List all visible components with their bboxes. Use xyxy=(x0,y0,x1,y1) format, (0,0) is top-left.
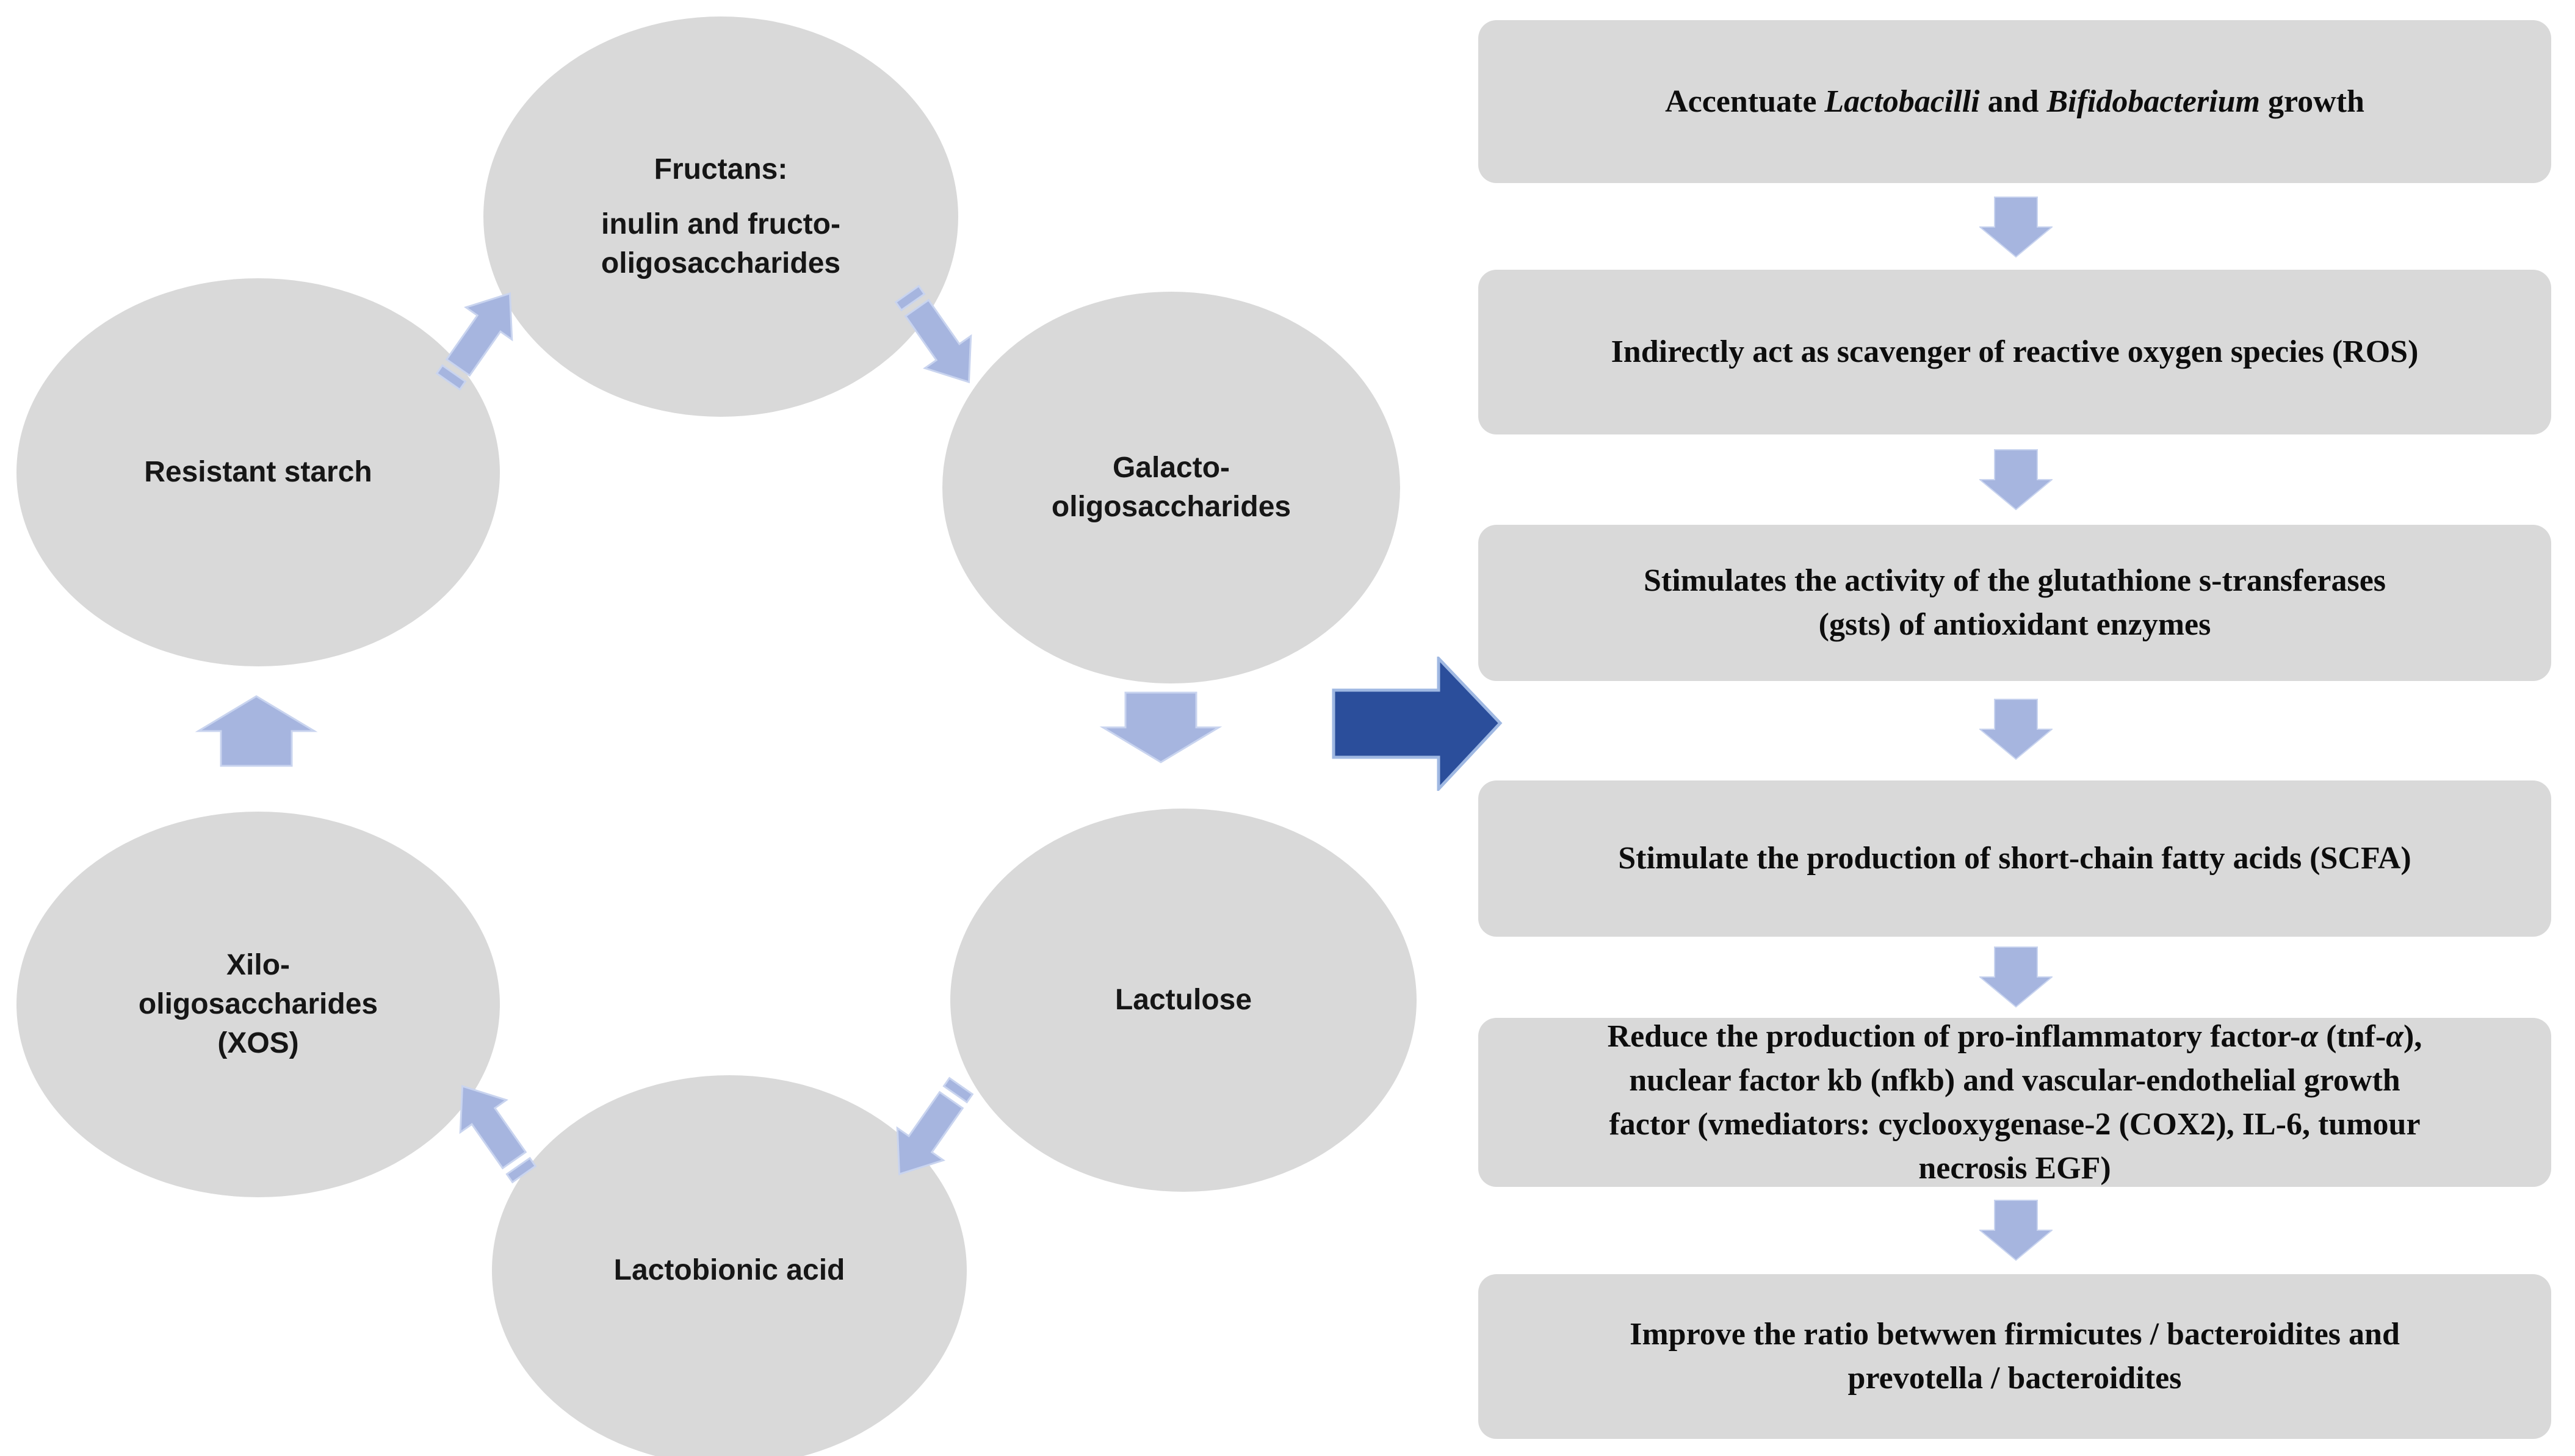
effect-box-text: Indirectly act as scavenger of reactive … xyxy=(1611,334,2419,369)
arrow-galacto-to-lactulose-icon xyxy=(1102,691,1220,763)
cycle-node-label: Resistant starch xyxy=(144,456,372,488)
effect-box-text: Stimulates the activity of the glutathio… xyxy=(1643,563,2386,642)
effect-box-text: Reduce the production of pro-inflammator… xyxy=(1607,1018,2422,1186)
effect-box-2: Indirectly act as scavenger of reactive … xyxy=(1478,270,2551,434)
effect-box-4: Stimulate the production of short-chain … xyxy=(1478,780,2551,937)
cycle-node-label: Galacto-oligosaccharides xyxy=(1051,452,1291,523)
big-right-arrow-icon xyxy=(1332,657,1503,791)
cycle-node-lactobionic-acid: Lactobionic acid xyxy=(492,1075,967,1456)
effect-box-6: Improve the ratio betwwen firmicutes / b… xyxy=(1478,1274,2551,1439)
cycle-arrows xyxy=(197,276,1220,1191)
effect-arrow-2-icon xyxy=(1979,449,2053,510)
effect-arrow-3-icon xyxy=(1979,699,2053,760)
effect-box-1: Accentuate Lactobacilli and Bifidobacter… xyxy=(1478,20,2551,183)
cycle-node-resistant-starch: Resistant starch xyxy=(16,278,500,666)
cycle-node-label: Lactobionic acid xyxy=(613,1254,845,1286)
effect-arrow-5-icon xyxy=(1979,1200,2053,1261)
arrow-lactulose-to-lactobionic-icon xyxy=(875,1069,985,1191)
cycle-node-xilo-oligosaccharides: Xilo-oligosaccharides(XOS) xyxy=(16,812,500,1197)
cycle-node-lactulose: Lactulose xyxy=(950,809,1417,1192)
effect-arrow-1-icon xyxy=(1979,196,2053,258)
effect-box-text: Accentuate Lactobacilli and Bifidobacter… xyxy=(1665,84,2364,119)
cycle-node-label: Lactulose xyxy=(1114,984,1252,1016)
arrow-xos-to-resistant-icon xyxy=(197,695,316,767)
arrow-fructans-to-galacto-icon xyxy=(883,277,993,399)
effect-box-text: Stimulate the production of short-chain … xyxy=(1618,841,2411,876)
cycle-node-label: Fructans:inulin and fructo-oligosacchari… xyxy=(601,153,841,279)
effect-box-3: Stimulates the activity of the glutathio… xyxy=(1478,525,2551,681)
effect-box-5: Reduce the production of pro-inflammator… xyxy=(1478,1018,2551,1187)
arrow-lactobionic-to-xos-icon xyxy=(438,1069,548,1191)
effect-arrow-4-icon xyxy=(1979,946,2053,1007)
cycle-node-fructans: Fructans:inulin and fructo-oligosacchari… xyxy=(483,16,958,417)
cycle-node-galacto-oligosaccharides: Galacto-oligosaccharides xyxy=(942,292,1400,683)
arrow-resistant-to-fructans-icon xyxy=(424,276,534,398)
effect-box-text: Improve the ratio betwwen firmicutes / b… xyxy=(1630,1317,2400,1396)
cycle-node-label: Xilo-oligosaccharides(XOS) xyxy=(138,949,378,1059)
